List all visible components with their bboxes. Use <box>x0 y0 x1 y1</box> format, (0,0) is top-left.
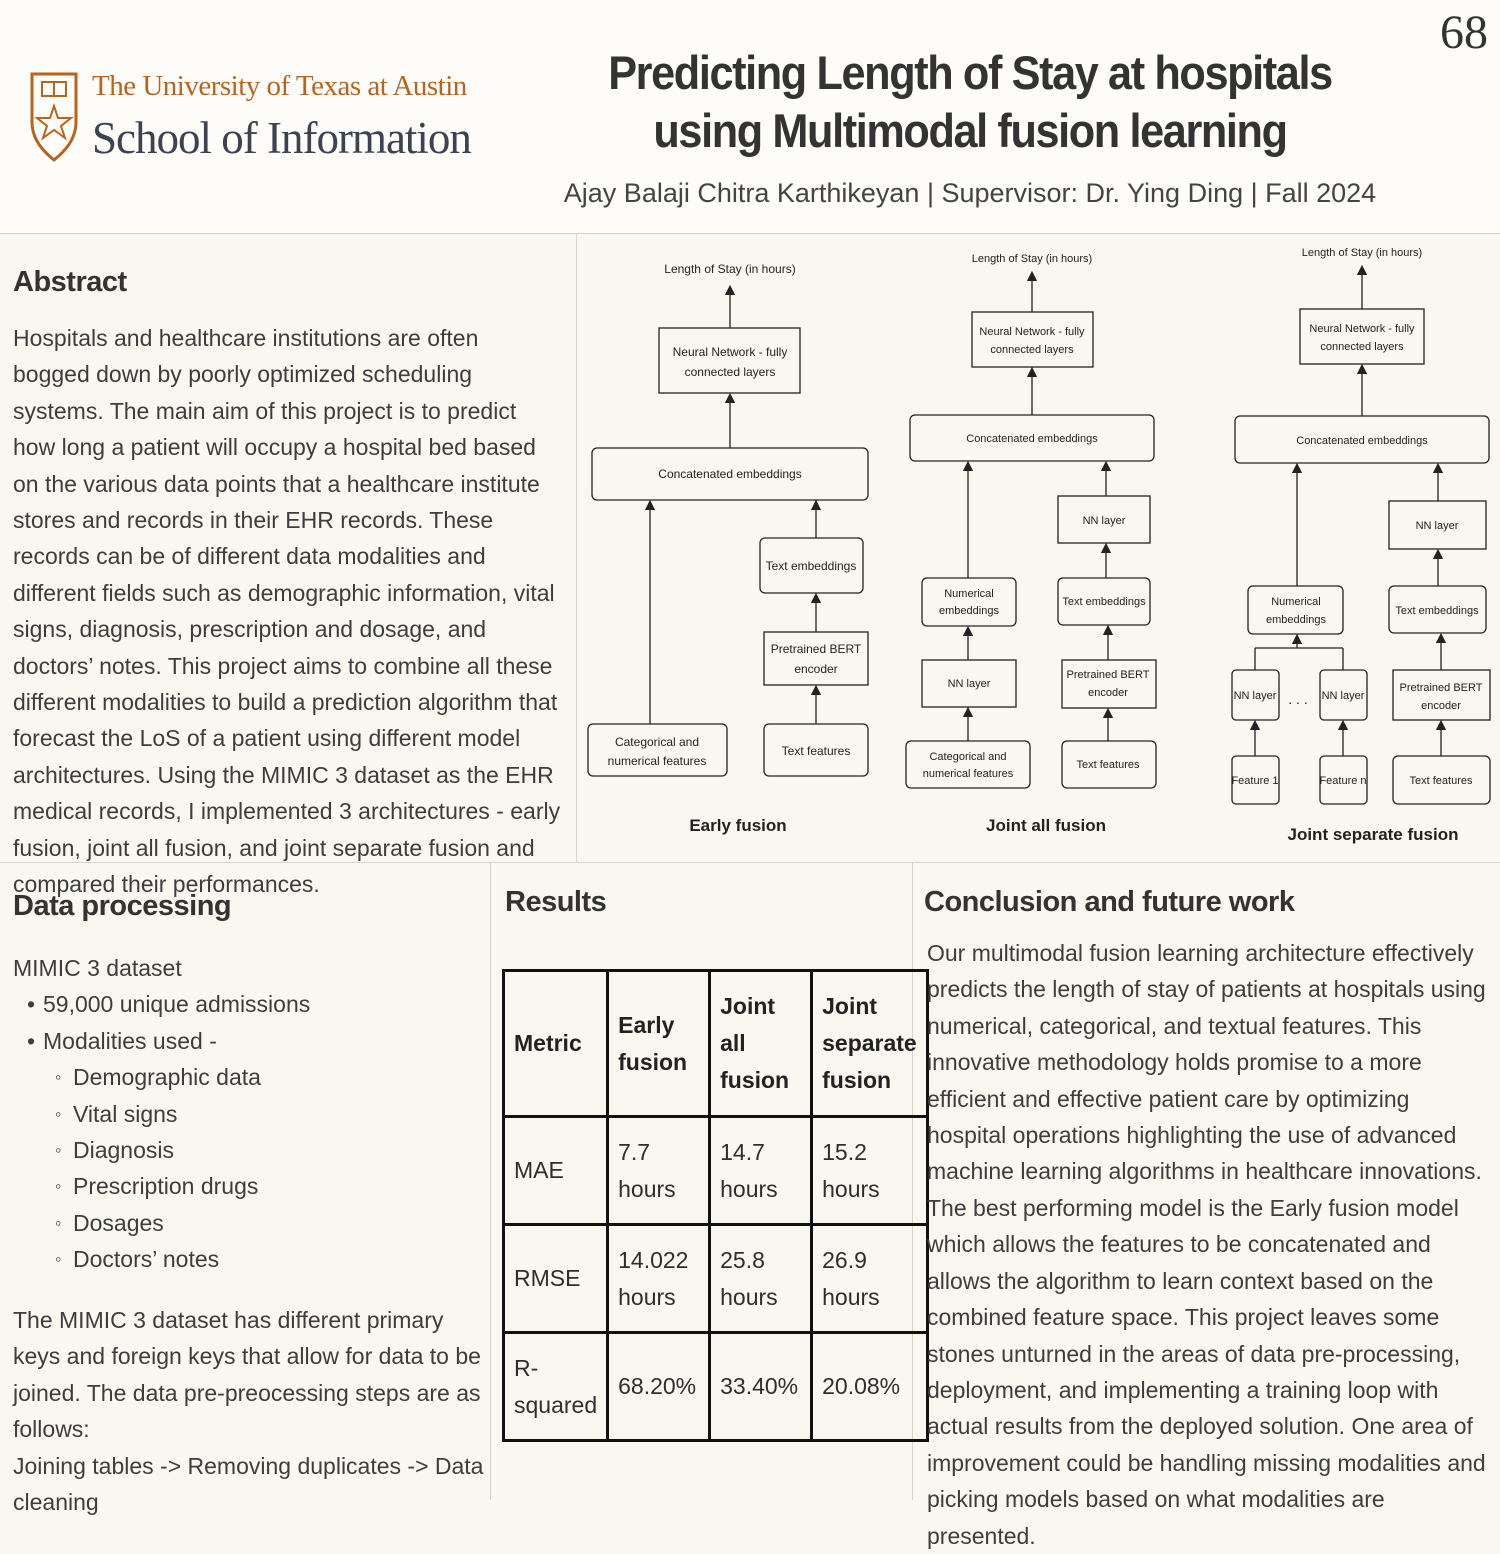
joint-all-fusion-caption: Joint all fusion <box>986 816 1106 835</box>
table-header-row: Metric Early fusion Joint all fusion Joi… <box>501 969 929 1118</box>
header <box>0 0 1500 234</box>
table-header: Early fusion <box>606 969 712 1118</box>
data-processing-text: The MIMIC 3 dataset has different primar… <box>13 1307 481 1443</box>
jaf-output-label: Length of Stay (in hours) <box>972 253 1092 265</box>
jaf-bert-label: encoder <box>1088 687 1128 699</box>
table-cell: 14.7 hours <box>708 1115 814 1226</box>
jaf-num-emb-label: embeddings <box>939 605 999 617</box>
table-cell: MAE <box>501 1115 610 1226</box>
jaf-concat-label: Concatenated embeddings <box>966 433 1098 445</box>
divider <box>576 234 577 862</box>
divider <box>0 862 1500 863</box>
table-cell: 68.20% <box>606 1331 712 1442</box>
dataset-name: MIMIC 3 dataset <box>13 955 182 981</box>
jsf-nn-label: connected layers <box>1320 341 1404 353</box>
early-output-label: Length of Stay (in hours) <box>664 262 795 276</box>
list-item: Diagnosis <box>13 1132 483 1169</box>
early-nn-label: Neural Network - fully <box>673 345 788 359</box>
byline: Ajay Balaji Chitra Karthikeyan | Supervi… <box>563 178 1377 208</box>
jsf-nnn-label: NN layer <box>1322 690 1365 702</box>
results-table: Metric Early fusion Joint all fusion Joi… <box>501 969 929 1442</box>
ut-seal-icon <box>30 72 78 162</box>
table-cell: RMSE <box>501 1223 610 1334</box>
table-row: RMSE 14.022 hours 25.8 hours 26.9 hours <box>501 1223 929 1334</box>
data-processing-list: MIMIC 3 dataset 59,000 unique admissions… <box>13 950 483 1278</box>
table-header: Metric <box>501 969 610 1118</box>
jaf-text-feat-label: Text features <box>1077 759 1140 771</box>
jaf-cat-label: numerical features <box>923 768 1014 780</box>
jaf-nn-layer-label: NN layer <box>1083 515 1126 527</box>
list-item: Demographic data <box>13 1059 483 1096</box>
early-text-feat-label: Text features <box>782 744 851 758</box>
conclusion-title: Conclusion and future work <box>924 886 1295 918</box>
results-title: Results <box>505 886 607 918</box>
jsf-concat-label: Concatenated embeddings <box>1296 435 1428 447</box>
school-name: School of Information <box>92 113 472 163</box>
early-bert-label: Pretrained BERT <box>771 642 862 656</box>
jsf-featn-label: Feature n <box>1319 775 1366 787</box>
jsf-feat1-label: Feature 1 <box>1231 775 1278 787</box>
list-item: Doctors’ notes <box>13 1241 483 1278</box>
joint-separate-fusion-caption: Joint separate fusion <box>1288 825 1459 844</box>
university-name: The University of Texas at Austin <box>92 70 467 102</box>
jaf-nn-label: connected layers <box>990 344 1074 356</box>
list-item: 59,000 unique admissions <box>13 986 483 1023</box>
list-item: Prescription drugs <box>13 1168 483 1205</box>
early-cat-label: Categorical and <box>615 735 699 749</box>
jsf-nn1-label: NN layer <box>1234 690 1277 702</box>
jsf-bert-label: encoder <box>1421 700 1461 712</box>
jsf-output-label: Length of Stay (in hours) <box>1302 247 1422 259</box>
jsf-nn-label: Neural Network - fully <box>1309 323 1415 335</box>
early-text-emb-label: Text embeddings <box>766 559 857 573</box>
table-cell: 25.8 hours <box>708 1223 814 1334</box>
table-cell: 15.2 hours <box>810 1115 929 1226</box>
jsf-bert-label: Pretrained BERT <box>1400 682 1483 694</box>
conclusion-paragraph: The best performing model is the Early f… <box>927 1195 1486 1549</box>
table-row: R-squared 68.20% 33.40% 20.08% <box>501 1331 929 1442</box>
jaf-nn-layer2-label: NN layer <box>948 678 991 690</box>
list-item: Dosages <box>13 1205 483 1242</box>
jsf-text-emb-label: Text embeddings <box>1395 605 1479 617</box>
table-header: Joint all fusion <box>708 969 814 1118</box>
table-row: MAE 7.7 hours 14.7 hours 15.2 hours <box>501 1115 929 1226</box>
table-cell: 20.08% <box>810 1331 929 1442</box>
list-item: Vital signs <box>13 1096 483 1133</box>
jsf-num-emb-label: embeddings <box>1266 614 1326 626</box>
jsf-text-feat-label: Text features <box>1410 775 1473 787</box>
architecture-diagrams: Length of Stay (in hours) Neural Network… <box>587 247 1491 844</box>
jaf-text-emb-label: Text embeddings <box>1062 596 1146 608</box>
list-item: Modalities used - <box>13 1023 483 1060</box>
jaf-bert-label: Pretrained BERT <box>1067 669 1150 681</box>
jsf-nn-layer-label: NN layer <box>1416 520 1459 532</box>
poster-title: Predicting Length of Stay at hospitals u… <box>608 46 1333 157</box>
abstract-text: Hospitals and healthcare institutions ar… <box>13 325 561 898</box>
pipeline-text: Joining tables -> Removing duplicates ->… <box>13 1453 484 1516</box>
table-cell: 14.022 hours <box>606 1223 712 1334</box>
jaf-cat-label: Categorical and <box>929 751 1006 763</box>
early-bert-label: encoder <box>794 662 837 676</box>
table-cell: 26.9 hours <box>810 1223 929 1334</box>
table-cell: 33.40% <box>708 1331 814 1442</box>
jaf-nn-label: Neural Network - fully <box>979 326 1085 338</box>
data-processing-title: Data processing <box>13 890 232 922</box>
early-concat-label: Concatenated embeddings <box>658 467 801 481</box>
conclusion-paragraph: Our multimodal fusion learning architect… <box>927 940 1486 1185</box>
abstract-title: Abstract <box>13 266 127 298</box>
page-number: 68 <box>1440 6 1488 59</box>
early-nn-label: connected layers <box>685 365 776 379</box>
early-cat-label: numerical features <box>608 754 707 768</box>
jsf-num-emb-label: Numerical <box>1271 596 1321 608</box>
table-cell: 7.7 hours <box>606 1115 712 1226</box>
table-cell: R-squared <box>501 1331 610 1442</box>
jaf-num-emb-label: Numerical <box>944 588 994 600</box>
early-fusion-caption: Early fusion <box>689 816 786 835</box>
jsf-dots: . . . <box>1288 691 1307 707</box>
divider <box>490 862 491 1500</box>
table-header: Joint separate fusion <box>810 969 929 1118</box>
